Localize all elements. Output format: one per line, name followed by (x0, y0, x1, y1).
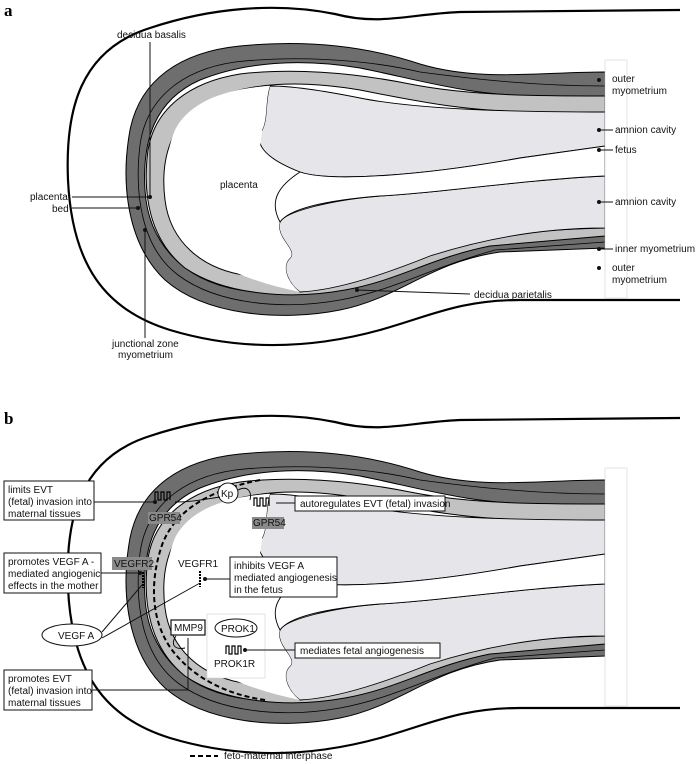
label-decidua-basalis: decidua basalis (117, 30, 186, 41)
box-promotes-evt-line1: promotes EVT (8, 674, 72, 685)
label-placenta: placenta (220, 180, 258, 191)
vegfa-label: VEGF A (58, 631, 94, 642)
box-promotes-evt (3, 669, 93, 711)
box-limits-line3: maternal tissues (8, 509, 81, 520)
box-inhibits (229, 556, 338, 598)
label-outer-myo-top-1: outer (612, 74, 635, 85)
label-outer-myo-top-2: myometrium (612, 86, 667, 97)
label-amnion-mid: amnion cavity (615, 197, 676, 208)
uterus-panel-a (66, 6, 682, 347)
label-inner-myo: inner myometrium (615, 244, 695, 255)
label-outer-myo-bot-2: myometrium (612, 275, 667, 286)
label-outer-myo-bot-1: outer (612, 263, 635, 274)
box-limits-evt (3, 480, 95, 521)
box-inhibits-line1: inhibits VEGF A (234, 561, 304, 572)
box-promotes-vegf (3, 552, 102, 594)
box-promotes-vegf-line2: mediated angiogenic (8, 569, 100, 580)
box-autoregulates-text: autoregulates EVT (fetal) invasion (300, 499, 450, 510)
panel-b-letter: b (4, 409, 13, 428)
box-inhibits-line2: mediated angiogenesis (234, 573, 337, 584)
vegfr2-label: VEGFR2 (114, 559, 154, 570)
gpr54-receptor-left: GPR54 (148, 491, 182, 524)
label-decidua-parietalis: decidua parietalis (474, 290, 552, 301)
uterus-panel-b (66, 414, 682, 755)
legend-label: feto-maternal interphase (224, 751, 333, 762)
legend: feto-maternal interphase (190, 751, 333, 762)
mmp9-label: MMP9 (174, 623, 203, 634)
label-placental-1: placental (30, 192, 70, 203)
kp-label: Kp (221, 489, 234, 500)
label-placental-2: bed (52, 204, 69, 215)
box-promotes-vegf-line1: promotes VEGF A - (8, 557, 94, 568)
box-inhibits-line3: in the fetus (234, 585, 283, 596)
label-amnion-top: amnion cavity (615, 125, 676, 136)
box-promotes-evt-line3: maternal tissues (8, 698, 81, 709)
vegfa-molecule (41, 623, 103, 647)
prok1r-receptor (225, 645, 242, 655)
vegfr1-label: VEGFR1 (178, 559, 218, 570)
label-junctional-1: junctional zone (111, 339, 179, 350)
box-promotes-evt-line2: (fetal) invasion into (8, 686, 92, 697)
box-promotes-vegf-line3: effects in the mother (8, 581, 99, 592)
kp-molecule (217, 482, 239, 504)
box-limits-line2: (fetal) invasion into (8, 497, 92, 508)
prok1r-label: PROK1R (214, 659, 255, 670)
prok1-label: PROK1 (221, 624, 255, 635)
box-mediates-text: mediates fetal angiogenesis (300, 646, 424, 657)
gpr54-right-label: GPR54 (253, 518, 286, 529)
box-mediates (294, 642, 441, 659)
label-fetus: fetus (615, 145, 637, 156)
gpr54-receptor-right: GPR54 (252, 497, 286, 529)
label-junctional-2: myometrium (118, 350, 173, 361)
box-autoregulates (294, 495, 446, 512)
box-limits-line1: limits EVT (8, 485, 53, 496)
gpr54-left-label: GPR54 (149, 513, 182, 524)
vegfr2-badge (112, 557, 152, 570)
panel-a-letter: a (4, 1, 13, 20)
mmp9-box (170, 619, 206, 636)
prok1-molecule (214, 618, 258, 638)
